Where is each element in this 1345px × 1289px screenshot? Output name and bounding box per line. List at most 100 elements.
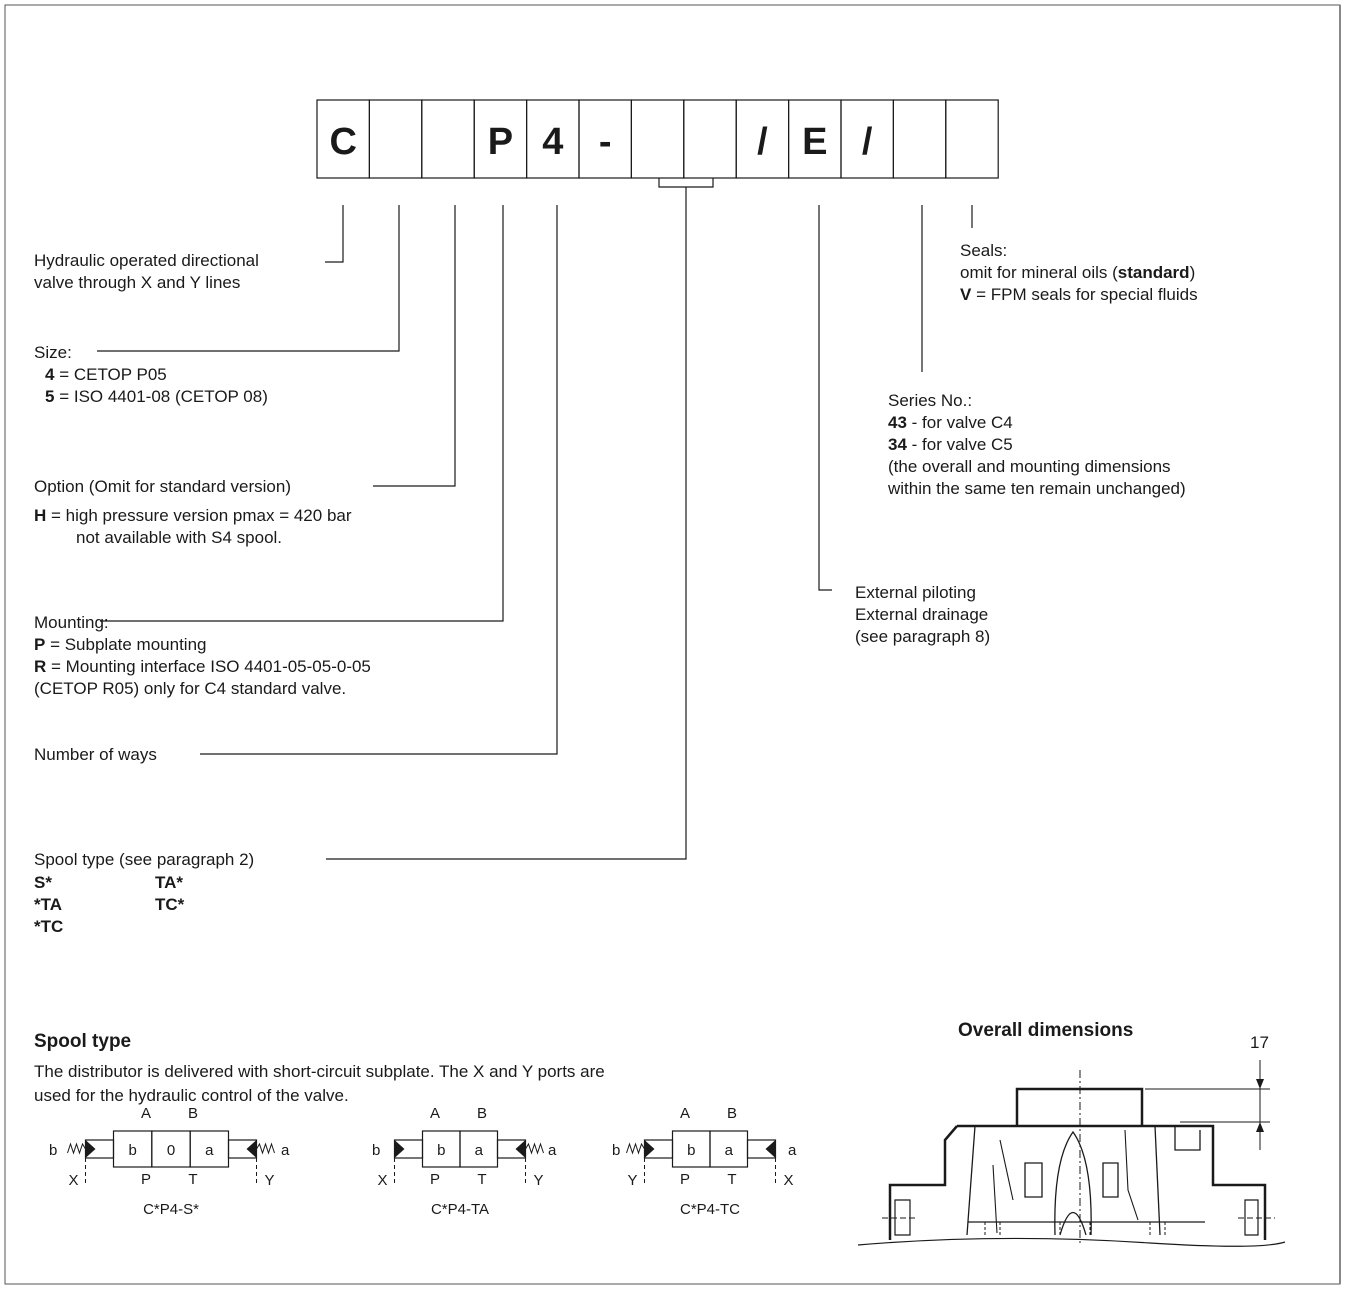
piloting-line-1: External piloting [855, 583, 976, 602]
actuator-right-label: a [281, 1142, 290, 1159]
spring-icon [67, 1142, 86, 1155]
leader-spool [326, 187, 687, 860]
port-window-right [1102, 1162, 1119, 1198]
leader-ways [200, 205, 558, 755]
port-p-label: P [430, 1171, 440, 1188]
inner-detail-left [992, 1139, 1014, 1234]
body-right-outline [1175, 1124, 1267, 1240]
ways-label: Number of ways [34, 745, 157, 764]
spool-position-label: b [687, 1142, 695, 1159]
section-break-line [857, 1237, 1286, 1247]
code-box-char: E [802, 121, 827, 163]
pilot-port-left-label: Y [628, 1172, 638, 1189]
code-box-char: P [488, 121, 513, 163]
size-item-4: 4 = CETOP P05 [45, 365, 167, 384]
pilot-port-right-label: X [784, 1172, 794, 1189]
spool-code-tc-post: TC* [155, 895, 185, 914]
side-block [1174, 1126, 1201, 1151]
code-box-char: - [599, 121, 612, 163]
dimensions-title: Overall dimensions [958, 1020, 1134, 1041]
port-b-label: B [188, 1105, 198, 1122]
spool-position-label: a [205, 1142, 214, 1159]
piloting-line-2: External drainage [855, 605, 989, 624]
series-item-34: 34 - for valve C5 [888, 435, 1013, 454]
spool-desc-line-1: The distributor is delivered with short-… [34, 1062, 605, 1081]
symbol-caption: C*P4-TA [431, 1201, 489, 1218]
pilot-triangle-left-icon [644, 1140, 655, 1158]
dimension-arrow-top-icon [1256, 1079, 1264, 1089]
spring-icon [256, 1142, 275, 1155]
option-h: H = high pressure version pmax = 420 bar [34, 506, 352, 525]
overall-dimensions-drawing [857, 1060, 1286, 1247]
dimension-arrow-bottom-icon [1256, 1122, 1264, 1132]
pilot-triangle-right-icon [765, 1140, 776, 1158]
leader-mounting [100, 205, 504, 622]
size-item-5: 5 = ISO 4401-08 (CETOP 08) [45, 387, 268, 406]
port-b-label: B [477, 1105, 487, 1122]
leader-type [325, 205, 344, 263]
port-a-label: A [141, 1105, 151, 1122]
mounting-item-r: R = Mounting interface ISO 4401-05-05-0-… [34, 657, 371, 676]
spool-code-ta-pre: *TA [34, 895, 63, 914]
option-title: Option (Omit for standard version) [34, 477, 291, 496]
spool-code-tc-pre: *TC [34, 917, 64, 936]
spool-bracket [658, 178, 714, 188]
code-box [630, 99, 685, 179]
port-t-label: T [188, 1171, 197, 1188]
mount-bolt-right [1244, 1199, 1259, 1236]
pilot-port-left-label: X [378, 1172, 388, 1189]
port-p-label: P [141, 1171, 151, 1188]
actuator-right-label: a [788, 1142, 797, 1159]
leader-size [97, 205, 400, 352]
pilot-port-right-label: Y [534, 1172, 544, 1189]
spring-icon [525, 1142, 544, 1155]
spool-position-label: a [475, 1142, 484, 1159]
seals-line-2: V = FPM seals for special fluids [960, 285, 1198, 304]
spring-icon [626, 1142, 645, 1155]
option-note: not available with S4 spool. [76, 528, 283, 547]
size-title: Size: [34, 343, 72, 362]
code-box-char: 4 [542, 121, 563, 163]
spool-section-title: Spool type [34, 1031, 132, 1052]
inner-left-wall [966, 1125, 976, 1236]
series-note-1: (the overall and mounting dimensions [888, 457, 1171, 476]
spool-code-ta-post: TA* [155, 873, 184, 892]
code-box [421, 99, 475, 179]
seals-line-1: omit for mineral oils (standard) [960, 263, 1196, 282]
leader-piloting [818, 205, 832, 591]
leader-lines [97, 178, 973, 860]
inner-right-wall [1154, 1125, 1161, 1236]
code-box [945, 99, 999, 179]
pilot-triangle-left-icon [394, 1140, 405, 1158]
spool-position-label: b [437, 1142, 445, 1159]
spool-desc-line-2: used for the hydraulic control of the va… [34, 1086, 349, 1105]
port-a-label: A [680, 1105, 690, 1122]
port-p-label: P [680, 1171, 690, 1188]
code-box-char: C [329, 121, 356, 163]
series-item-43: 43 - for valve C4 [888, 413, 1013, 432]
type-line-2: valve through X and Y lines [34, 273, 241, 292]
spool-position-label: a [725, 1142, 734, 1159]
seals-title: Seals: [960, 241, 1008, 260]
spool-position-label: b [128, 1142, 136, 1159]
port-t-label: T [727, 1171, 736, 1188]
spool-bore-outer [1054, 1130, 1092, 1236]
actuator-left-label: b [49, 1142, 57, 1159]
code-box-char: / [862, 121, 873, 163]
mounting-title: Mounting: [34, 613, 109, 632]
leader-option [373, 205, 456, 487]
mounting-item-p: P = Subplate mounting [34, 635, 207, 654]
spool-code-s: S* [34, 873, 52, 892]
spool-title: Spool type (see paragraph 2) [34, 850, 255, 869]
dimension-extension-lines [1145, 1088, 1270, 1123]
spool-position-label: 0 [167, 1142, 175, 1159]
actuator-right-label: a [548, 1142, 557, 1159]
spool-bore-inner [1059, 1212, 1087, 1236]
code-box [683, 99, 737, 179]
pilot-port-left-label: X [69, 1172, 79, 1189]
